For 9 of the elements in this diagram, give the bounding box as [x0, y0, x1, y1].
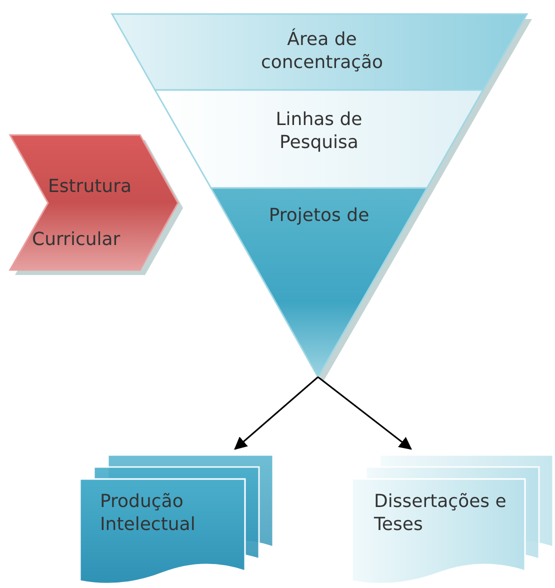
node-label: Produção Intelectual [100, 490, 196, 536]
node-label: Linhas de Pesquisa [274, 108, 364, 154]
arrow [234, 376, 319, 450]
node-label: Área de concentração [260, 28, 384, 74]
node-label: Curricular [32, 228, 122, 251]
node-label: Projetos de [268, 204, 370, 227]
node-label: Dissertações e Teses [374, 490, 508, 536]
arrow [318, 376, 412, 450]
node-label: Estrutura [48, 175, 133, 198]
